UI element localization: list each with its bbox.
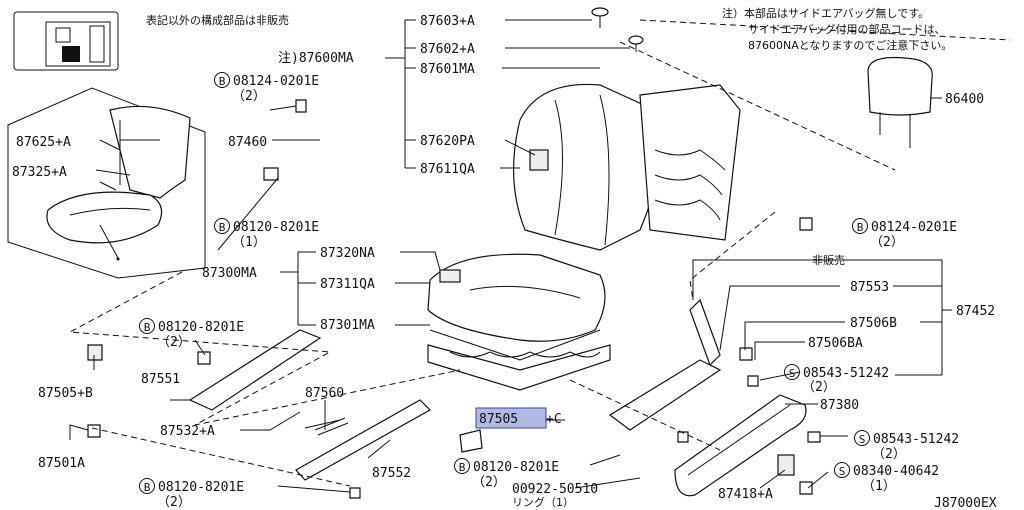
- seat-frame: [427, 344, 611, 391]
- svg-text:B: B: [219, 221, 226, 234]
- part-label-87532a[interactable]: 87532+A: [160, 424, 215, 439]
- highlight-87505c: [475, 407, 547, 429]
- part-label-86400[interactable]: 86400: [945, 92, 984, 107]
- part-label-87553[interactable]: 87553: [850, 280, 889, 295]
- part-label-87506ba[interactable]: 87506BA: [808, 336, 863, 351]
- svg-text:B: B: [144, 321, 151, 334]
- part-label-87601ma[interactable]: 87601MA: [420, 62, 475, 77]
- qty-08543-51242-b: （2）: [872, 447, 906, 462]
- footnote-line-3: 87600NAとなりますのでご注意下さい。: [748, 38, 952, 52]
- qty-08340-40642: （1）: [862, 479, 896, 494]
- part-label-87603a[interactable]: 87603+A: [420, 14, 475, 29]
- svg-text:B: B: [857, 221, 864, 234]
- part-label-08124-0201e-right[interactable]: 08124-0201E: [871, 220, 957, 235]
- seat-rail-left: [188, 329, 431, 481]
- seat-cover-inset: [7, 87, 206, 279]
- part-label-08340-40642[interactable]: 08340-40642: [853, 464, 939, 479]
- headrest: [867, 56, 933, 148]
- part-label-87625a[interactable]: 87625+A: [16, 135, 71, 150]
- part-label-87505c-suffix: +C: [546, 412, 562, 427]
- footnote-line-1: 注）本部品はサイドエアバッグ無しです。: [722, 6, 929, 20]
- note-not-sold: 表記以外の構成部品は非販売: [146, 13, 289, 27]
- part-label-08543-51242-a[interactable]: 08543-51242: [803, 366, 889, 381]
- part-label-87460[interactable]: 87460: [228, 135, 267, 150]
- seat-back-cushion: [512, 83, 661, 251]
- qty-08120-8201e-b: （2）: [157, 335, 191, 350]
- fasteners: [87, 99, 821, 499]
- svg-text:S: S: [859, 433, 866, 446]
- bolt-markers: B B B B B B: [139, 72, 868, 494]
- svg-text:S: S: [839, 465, 846, 478]
- qty-08120-8201e-c: （2）: [472, 475, 506, 490]
- screw-markers: S S S: [784, 364, 870, 478]
- part-label-87560[interactable]: 87560: [305, 386, 344, 401]
- part-label-87551[interactable]: 87551: [141, 372, 180, 387]
- leader-lines: [68, 19, 1011, 493]
- part-label-00922-ring: リング（1）: [512, 495, 574, 509]
- svg-text:B: B: [459, 461, 466, 474]
- part-label-87600ma[interactable]: 注)87600MA: [278, 51, 354, 66]
- part-label-08120-8201e-d[interactable]: 08120-8201E: [158, 480, 244, 495]
- qty-08124-0201e-right: （2）: [870, 235, 904, 250]
- qty-08120-8201e-a: （1）: [232, 235, 266, 250]
- part-label-87505c[interactable]: 87505: [479, 412, 518, 427]
- footnote-line-2: サイドエアバッグ付用の部品コードは、: [748, 22, 946, 36]
- part-label-87452[interactable]: 87452: [956, 304, 995, 319]
- seat-back-frame: [591, 7, 741, 241]
- part-label-08124-0201e-top[interactable]: 08124-0201E: [233, 74, 319, 89]
- seat-cushion: [427, 253, 606, 361]
- part-label-87620pa[interactable]: 87620PA: [420, 134, 475, 149]
- part-label-87506b[interactable]: 87506B: [850, 316, 897, 331]
- qty-08543-51242-a: （2）: [802, 380, 836, 395]
- seat-position-icon: [13, 11, 119, 71]
- recliner-mechanism: [608, 298, 807, 497]
- part-label-87602a[interactable]: 87602+A: [420, 42, 475, 57]
- part-label-87611qa[interactable]: 87611QA: [420, 162, 475, 177]
- svg-text:B: B: [219, 75, 226, 88]
- part-label-87311qa[interactable]: 87311QA: [320, 277, 375, 292]
- part-label-87418a[interactable]: 87418+A: [718, 487, 773, 502]
- qty-08124-0201e-top: （2）: [232, 89, 266, 104]
- part-label-87501a[interactable]: 87501A: [38, 456, 85, 471]
- svg-text:B: B: [144, 481, 151, 494]
- part-label-08120-8201e-b[interactable]: 08120-8201E: [158, 320, 244, 335]
- part-label-00922-50510[interactable]: 00922-50510: [512, 482, 598, 497]
- part-label-08543-51242-b[interactable]: 08543-51242: [873, 432, 959, 447]
- part-label-87505b[interactable]: 87505+B: [38, 386, 93, 401]
- part-label-87320na[interactable]: 87320NA: [320, 246, 375, 261]
- note-not-sold-right: 非販売: [812, 254, 845, 267]
- part-label-87380[interactable]: 87380: [820, 398, 859, 413]
- svg-text:S: S: [789, 367, 796, 380]
- part-label-87301ma[interactable]: 87301MA: [320, 318, 375, 333]
- part-label-87300ma[interactable]: 87300MA: [202, 266, 257, 281]
- part-label-08120-8201e-c[interactable]: 08120-8201E: [473, 460, 559, 475]
- part-label-08120-8201e-a[interactable]: 08120-8201E: [233, 220, 319, 235]
- qty-08120-8201e-d: （2）: [157, 495, 191, 510]
- part-label-87552[interactable]: 87552: [372, 466, 411, 481]
- part-label-87325a[interactable]: 87325+A: [12, 165, 67, 180]
- diagram-code: J87000EX: [934, 496, 997, 510]
